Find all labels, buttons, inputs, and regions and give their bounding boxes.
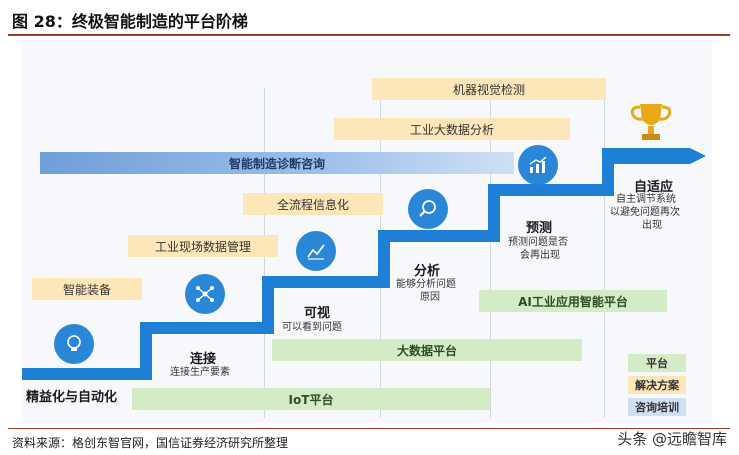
stage-desc-analyze-2: 原因 xyxy=(420,292,440,303)
bottom-divider xyxy=(8,428,730,429)
network-icon xyxy=(185,274,225,314)
trend-icon xyxy=(518,145,558,185)
stage-desc-visible: 可以看到问题 xyxy=(282,322,342,333)
lightbulb-icon xyxy=(54,324,94,364)
stage-title-predict: 预测 xyxy=(526,221,553,236)
bar-industrial-big-data-analysis: 工业大数据分析 xyxy=(334,118,570,140)
guide-line xyxy=(490,88,491,418)
legend-consulting: 咨询培训 xyxy=(628,398,686,416)
stage-title-visible: 可视 xyxy=(304,306,331,321)
bar-smart-equipment: 智能装备 xyxy=(32,278,142,300)
legend-solution: 解决方案 xyxy=(628,376,686,394)
watermark: 头条 @远瞻智库 xyxy=(617,430,727,448)
bar-field-data-management: 工业现场数据管理 xyxy=(128,235,278,257)
stage-title-adaptive: 自适应 xyxy=(634,180,674,195)
bar-big-data-platform: 大数据平台 xyxy=(272,339,582,361)
bar-ai-platform: AI工业应用智能平台 xyxy=(479,290,667,312)
stage-desc-adaptive-2: 以避免问题再次 xyxy=(610,207,680,218)
magnifier-icon xyxy=(408,189,448,229)
trophy-icon xyxy=(630,104,672,140)
stage-title-analyze: 分析 xyxy=(414,264,441,279)
guide-line xyxy=(604,88,605,418)
stage-title-connect: 连接 xyxy=(190,352,217,367)
bar-smart-manufacturing-consulting: 智能制造诊断咨询 xyxy=(40,152,514,174)
stage-desc-adaptive-3: 出现 xyxy=(642,220,662,231)
legend-platform: 平台 xyxy=(628,354,686,372)
stair-path xyxy=(22,148,706,380)
stage-desc-connect: 连接生产要素 xyxy=(170,367,230,378)
stage-desc-predict-1: 预测问题是否 xyxy=(508,237,568,248)
stage-desc-predict-2: 会再出现 xyxy=(520,250,560,261)
top-divider xyxy=(8,34,730,36)
bar-machine-vision: 机器视觉检测 xyxy=(372,78,606,100)
source-note: 资料来源：格创东智官网，国信证券经济研究所整理 xyxy=(12,436,289,450)
stage-desc-adaptive-1: 自主调节系统 xyxy=(616,194,676,205)
stage-desc-analyze-1: 能够分析问题 xyxy=(396,279,456,290)
bar-iot-platform: IoT平台 xyxy=(132,388,490,410)
figure-title: 图 28：终极智能制造的平台阶梯 xyxy=(12,12,248,31)
stage-title-lean: 精益化与自动化 xyxy=(26,390,118,405)
bar-full-process-informatization: 全流程信息化 xyxy=(243,193,383,215)
chart-icon xyxy=(296,231,336,271)
